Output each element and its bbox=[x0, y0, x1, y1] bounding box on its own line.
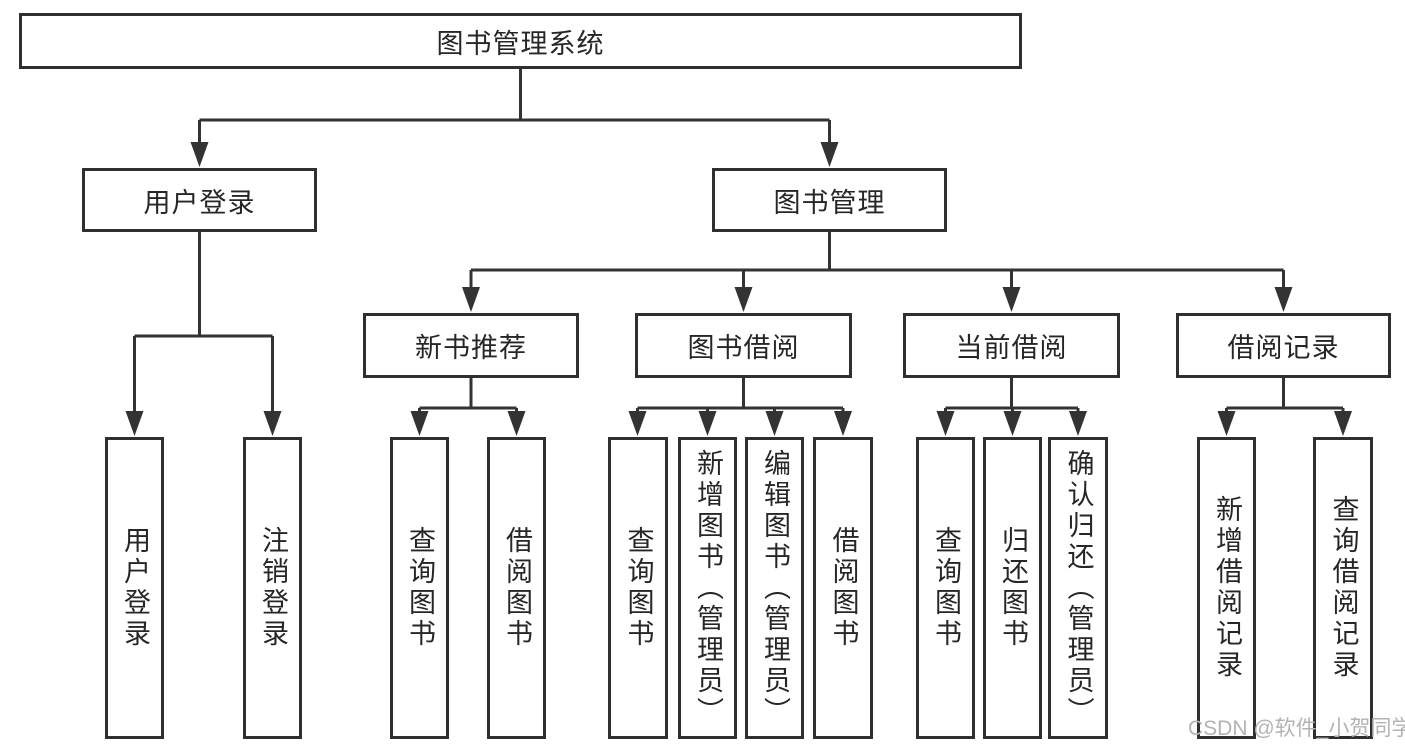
leaf-add-borrow-record: 新增借阅记录 bbox=[1197, 437, 1256, 739]
leaf-user-login-label: 用户登录 bbox=[120, 526, 150, 650]
leaf-query-books-current: 查询图书 bbox=[916, 437, 975, 739]
leaf-logout: 注销登录 bbox=[243, 437, 302, 739]
edge-userlogin-to-leaves bbox=[133, 232, 274, 419]
leaf-borrow-books-recommend-label: 借阅图书 bbox=[502, 526, 532, 650]
leaf-confirm-return-admin: 确认归还（管理员） bbox=[1048, 437, 1108, 739]
node-root-label: 图书管理系统 bbox=[436, 28, 605, 59]
node-borrow-records-label: 借阅记录 bbox=[1227, 333, 1340, 363]
node-new-book-recommend: 新书推荐 bbox=[363, 313, 579, 378]
leaf-add-borrow-record-label: 新增借阅记录 bbox=[1212, 495, 1242, 681]
node-root: 图书管理系统 bbox=[19, 13, 1022, 69]
leaf-user-login: 用户登录 bbox=[105, 437, 164, 739]
node-book-management: 图书管理 bbox=[712, 168, 947, 232]
leaf-query-borrow-record-label: 查询借阅记录 bbox=[1328, 495, 1359, 681]
leaf-query-books-recommend-label: 查询图书 bbox=[405, 526, 435, 650]
leaf-confirm-return-admin-label: 确认归还（管理员） bbox=[1063, 448, 1094, 728]
edge-bookmgmt-to-level3 bbox=[469, 232, 1285, 293]
leaf-query-borrow-record: 查询借阅记录 bbox=[1313, 437, 1373, 739]
leaf-return-books: 归还图书 bbox=[983, 437, 1042, 739]
node-current-borrow: 当前借阅 bbox=[903, 313, 1120, 378]
node-user-login-label: 用户登录 bbox=[143, 187, 256, 218]
leaf-logout-label: 注销登录 bbox=[258, 526, 288, 650]
leaf-query-books-current-label: 查询图书 bbox=[931, 526, 961, 650]
leaf-query-books-borrow-label: 查询图书 bbox=[623, 526, 654, 650]
watermark: CSDN @软件_小贺同学 bbox=[1188, 717, 1405, 740]
leaf-return-books-label: 归还图书 bbox=[998, 526, 1028, 650]
leaf-query-books-recommend: 查询图书 bbox=[390, 437, 449, 739]
edge-currentborrow-to-leaves bbox=[944, 378, 1080, 419]
leaf-query-books-borrow: 查询图书 bbox=[608, 437, 668, 739]
node-book-borrow: 图书借阅 bbox=[635, 313, 852, 378]
leaf-add-book-admin-label: 新增图书（管理员） bbox=[693, 448, 723, 728]
node-borrow-records: 借阅记录 bbox=[1176, 313, 1391, 378]
node-book-borrow-label: 图书借阅 bbox=[687, 333, 800, 363]
node-current-borrow-label: 当前借阅 bbox=[955, 333, 1068, 363]
node-new-book-recommend-label: 新书推荐 bbox=[415, 333, 527, 363]
leaf-borrow-books-label: 借阅图书 bbox=[828, 526, 859, 650]
leaf-borrow-books-recommend: 借阅图书 bbox=[487, 437, 546, 739]
leaf-borrow-books: 借阅图书 bbox=[813, 437, 873, 739]
edge-borrowrecords-to-leaves bbox=[1225, 378, 1345, 419]
leaf-edit-book-admin: 编辑图书（管理员） bbox=[745, 437, 804, 739]
node-user-login: 用户登录 bbox=[82, 168, 317, 232]
edge-newbook-to-leaves bbox=[418, 378, 518, 419]
edge-root-to-level2 bbox=[198, 68, 831, 144]
leaf-edit-book-admin-label: 编辑图书（管理员） bbox=[760, 448, 790, 728]
leaf-add-book-admin: 新增图书（管理员） bbox=[678, 437, 737, 739]
node-book-management-label: 图书管理 bbox=[773, 187, 886, 218]
edge-bookborrow-to-leaves bbox=[636, 378, 845, 419]
